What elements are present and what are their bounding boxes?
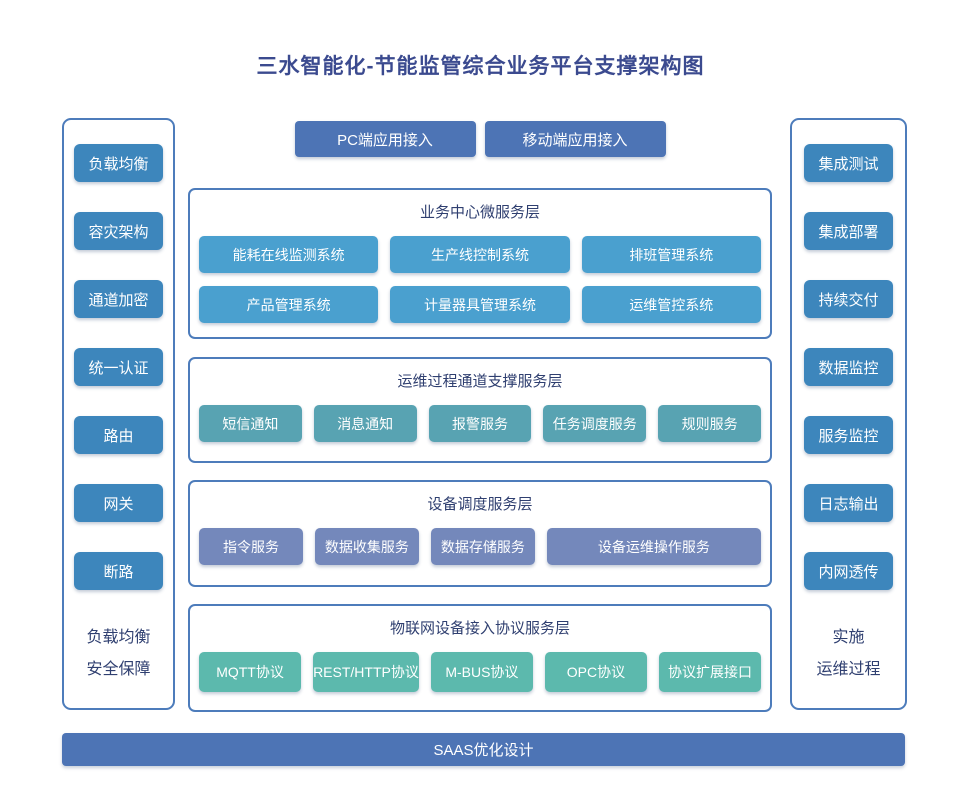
left-panel-node: 通道加密 [74, 280, 163, 318]
right-panel-node: 数据监控 [804, 348, 893, 386]
right-panel-node: 集成部署 [804, 212, 893, 250]
right-panel-devops-process: 集成测试 集成部署 持续交付 数据监控 服务监控 日志输出 内网透传 实施 运维… [790, 118, 907, 710]
layer-iot-protocol-access: 物联网设备接入协议服务层 MQTT协议 REST/HTTP协议 M-BUS协议 … [188, 604, 772, 712]
left-panel-label-line: 负载均衡 [86, 629, 151, 646]
right-panel-node: 服务监控 [804, 416, 893, 454]
left-panel-node: 路由 [74, 416, 163, 454]
layer-node: 报警服务 [428, 405, 532, 442]
layer-node-row: 短信通知 消息通知 报警服务 任务调度服务 规则服务 [199, 405, 761, 442]
right-panel-label: 实施 运维过程 [816, 622, 880, 686]
layer-node: 设备运维操作服务 [546, 528, 761, 565]
mobile-access-node: 移动端应用接入 [484, 121, 666, 157]
left-panel-node: 负载均衡 [74, 144, 163, 182]
pc-access-node: PC端应用接入 [294, 121, 476, 157]
layer-title: 业务中心微服务层 [419, 204, 540, 221]
left-panel-node: 统一认证 [74, 348, 163, 386]
layer-title: 运维过程通道支撑服务层 [397, 373, 563, 390]
layer-node: REST/HTTP协议 [313, 652, 419, 692]
layer-node-row: 能耗在线监测系统 生产线控制系统 排班管理系统 [199, 236, 761, 273]
layer-node-row: 产品管理系统 计量器具管理系统 运维管控系统 [199, 286, 761, 323]
layer-node: OPC协议 [544, 652, 647, 692]
layer-node: 协议扩展接口 [658, 652, 762, 692]
layer-ops-channel-support: 运维过程通道支撑服务层 短信通知 消息通知 报警服务 任务调度服务 规则服务 [188, 357, 772, 463]
layer-node: 任务调度服务 [543, 405, 647, 442]
right-panel-node: 集成测试 [804, 144, 893, 182]
layer-node: 数据存储服务 [430, 528, 535, 565]
left-panel-load-balance-security: 负载均衡 容灾架构 通道加密 统一认证 路由 网关 断路 负载均衡 安全保障 [62, 118, 175, 710]
left-panel-node: 断路 [74, 552, 163, 590]
layer-device-scheduling: 设备调度服务层 指令服务 数据收集服务 数据存储服务 设备运维操作服务 [188, 480, 772, 587]
left-panel-label: 负载均衡 安全保障 [86, 622, 150, 686]
layer-node: 能耗在线监测系统 [199, 236, 379, 273]
layer-node: MQTT协议 [199, 652, 302, 692]
layer-title: 物联网设备接入协议服务层 [389, 620, 570, 637]
layer-node: 消息通知 [313, 405, 417, 442]
left-panel-node: 网关 [74, 484, 163, 522]
right-panel-label-line: 运维过程 [816, 661, 881, 678]
app-access-row: PC端应用接入 移动端应用接入 [188, 121, 772, 157]
right-panel-node: 持续交付 [804, 280, 893, 318]
layer-node: 指令服务 [199, 528, 303, 565]
layer-node: 排班管理系统 [581, 236, 761, 273]
left-panel-node: 容灾架构 [74, 212, 163, 250]
layer-node: 短信通知 [199, 405, 302, 442]
layer-node-row: MQTT协议 REST/HTTP协议 M-BUS协议 OPC协议 协议扩展接口 [199, 652, 762, 692]
right-panel-node: 内网透传 [804, 552, 893, 590]
layer-node: 产品管理系统 [199, 286, 379, 323]
diagram-title: 三水智能化-节能监管综合业务平台支撑架构图 [256, 55, 705, 78]
layer-node: 运维管控系统 [581, 286, 761, 323]
saas-optimization-bar: SAAS优化设计 [62, 733, 905, 766]
layer-business-microservices: 业务中心微服务层 能耗在线监测系统 生产线控制系统 排班管理系统 产品管理系统 … [188, 188, 772, 339]
layer-title: 设备调度服务层 [427, 496, 533, 513]
layer-node-row: 指令服务 数据收集服务 数据存储服务 设备运维操作服务 [199, 528, 761, 565]
left-panel-label-line: 安全保障 [86, 661, 151, 678]
layer-node: 规则服务 [658, 405, 761, 442]
right-panel-label-line: 实施 [832, 629, 865, 646]
layer-node: M-BUS协议 [430, 652, 533, 692]
layer-node: 数据收集服务 [314, 528, 419, 565]
layer-node: 生产线控制系统 [390, 236, 570, 273]
layer-node: 计量器具管理系统 [390, 286, 570, 323]
right-panel-node: 日志输出 [804, 484, 893, 522]
